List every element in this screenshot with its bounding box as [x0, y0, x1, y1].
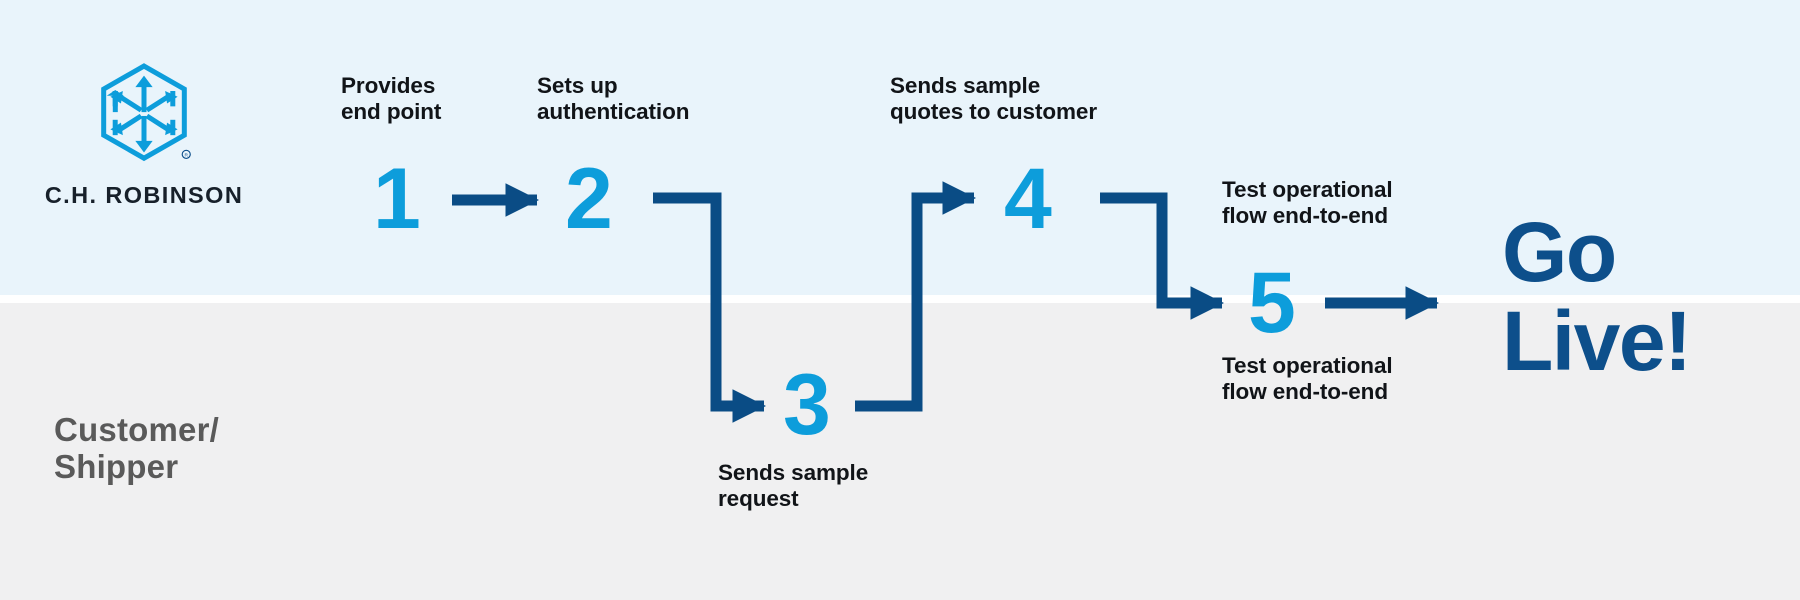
outcome-go-live: Go Live!	[1502, 205, 1692, 389]
step-1-number: 1	[373, 151, 421, 247]
step-5-caption-bottom: Test operational flow end-to-end	[1222, 353, 1393, 405]
step-4-caption: Sends sample quotes to customer	[890, 73, 1097, 125]
brand-wordmark: C.H. ROBINSON	[44, 182, 244, 208]
ch-robinson-hexagon-logo-icon: R	[101, 63, 191, 162]
step-3-number: 3	[783, 357, 831, 453]
step-4-number: 4	[1004, 151, 1052, 247]
step-5-number: 5	[1248, 255, 1296, 351]
step-1-caption: Provides end point	[341, 73, 442, 125]
step-2-number: 2	[565, 151, 613, 247]
step-5-caption-top: Test operational flow end-to-end	[1222, 177, 1393, 229]
lane-label-customer-shipper: Customer/ Shipper	[54, 411, 219, 485]
step-3-caption: Sends sample request	[718, 460, 869, 512]
svg-text:R: R	[185, 153, 189, 159]
step-2-caption: Sets up authentication	[537, 73, 690, 125]
brand-logo-block: R C.H. ROBINSON	[44, 62, 244, 209]
